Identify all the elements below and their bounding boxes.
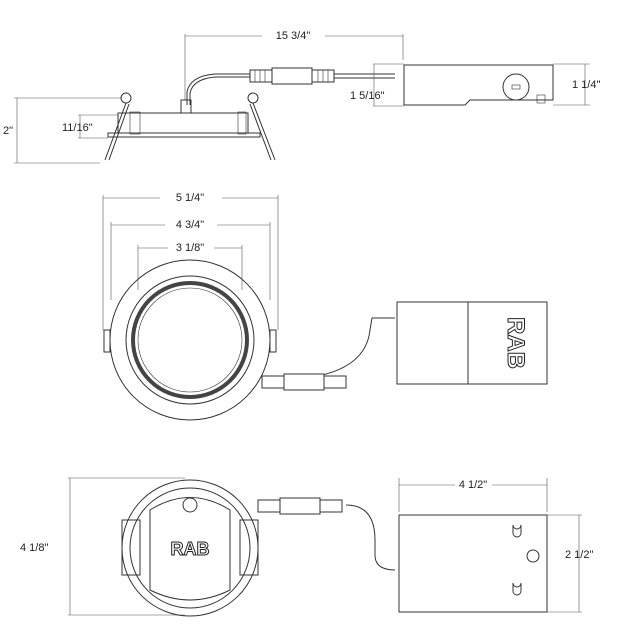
dim-driver-length: 4 1/2" bbox=[459, 479, 487, 491]
dim-trim-diameter: 5 1/4" bbox=[176, 192, 204, 204]
connector bbox=[261, 373, 347, 391]
rab-logo-bottom: RAB bbox=[171, 539, 210, 559]
dim-driver-height: 1 1/4" bbox=[572, 79, 600, 91]
dim-driver-width: 2 1/2" bbox=[565, 549, 593, 561]
side-view: 15 3/4" 1 1/4" 1 5/16" bbox=[3, 30, 600, 164]
top-view: 5 1/4" 4 3/4" 3 1/8" RAB bbox=[102, 192, 548, 421]
rab-logo: RAB bbox=[502, 317, 529, 369]
bottom-view: 4 1/8" RAB 4 1/2" 2 1/2" bbox=[20, 477, 593, 617]
connector bbox=[249, 67, 335, 85]
dim-aperture-diameter: 3 1/8" bbox=[176, 242, 204, 254]
dim-total-height: 2" bbox=[3, 125, 13, 137]
connector bbox=[257, 497, 343, 515]
dim-trim-height: 11/16" bbox=[62, 122, 93, 134]
dim-cutout-diameter: 4 3/4" bbox=[176, 219, 204, 231]
dim-overall-length: 15 3/4" bbox=[276, 30, 311, 42]
dim-driver-inner-height: 1 5/16" bbox=[350, 90, 385, 102]
dim-housing-diameter: 4 1/8" bbox=[20, 542, 48, 554]
